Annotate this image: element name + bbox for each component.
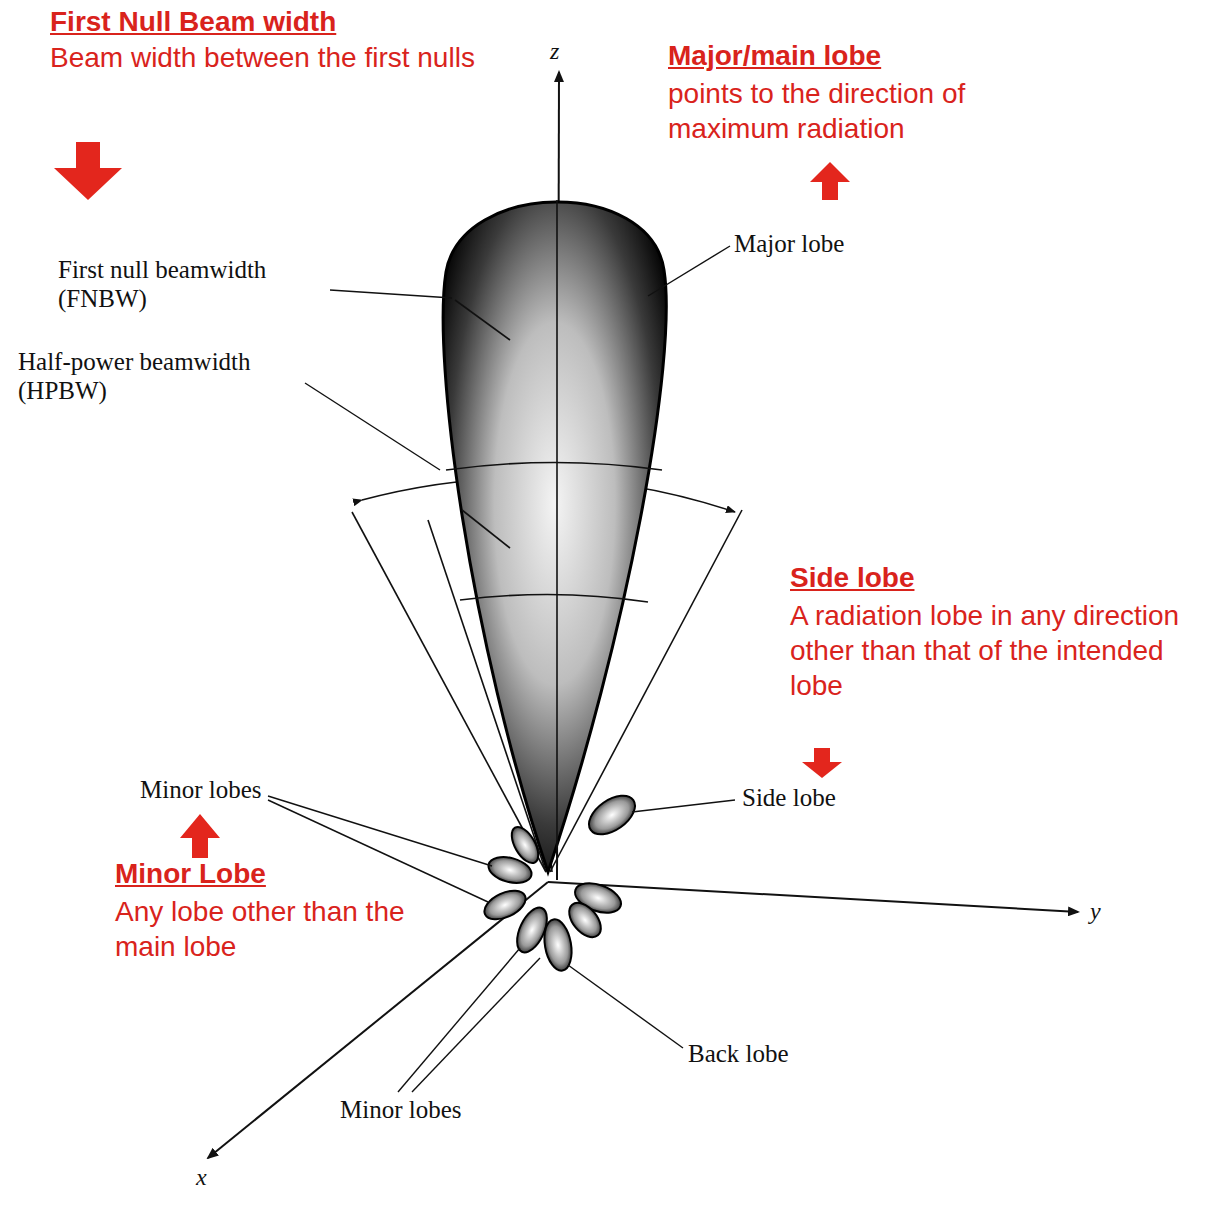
annotation-heading: Side lobe — [790, 560, 1090, 595]
red-arrows — [54, 142, 850, 858]
axis-label: x — [196, 1162, 226, 1192]
annotation-heading: Major/main lobe — [668, 38, 1068, 73]
leader-lines — [268, 246, 735, 1092]
axis-label: z — [550, 36, 580, 66]
annotation-text: Beam width between the first nulls — [50, 40, 510, 75]
annotation-text: Any lobe other than the main lobe — [115, 894, 435, 964]
part-label: First null beamwidth (FNBW) — [58, 256, 318, 314]
major-lobe — [443, 202, 666, 872]
part-label: Side lobe — [742, 784, 942, 813]
lobe-contours — [446, 200, 662, 860]
annotation-heading: Minor Lobe — [115, 856, 415, 891]
part-label: Half-power beamwidth (HPBW) — [18, 348, 288, 406]
annotation-heading: First Null Beam width — [50, 4, 510, 39]
part-label: Back lobe — [688, 1040, 888, 1069]
part-label: Major lobe — [734, 230, 934, 259]
annotation-text: points to the direction of maximum radia… — [668, 76, 1058, 146]
part-label: Minor lobes — [140, 776, 340, 805]
axis-label: y — [1090, 896, 1120, 926]
part-label: Minor lobes — [340, 1096, 540, 1125]
annotation-text: A radiation lobe in any direction other … — [790, 598, 1202, 703]
